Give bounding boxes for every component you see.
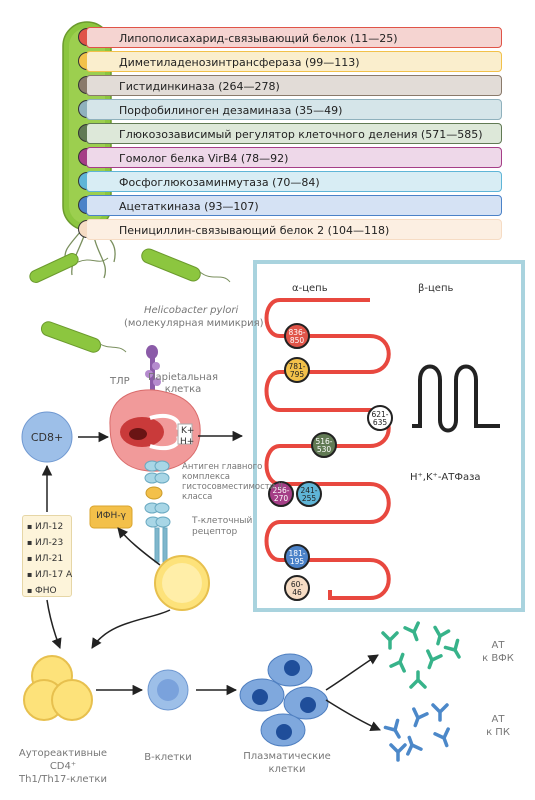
vfk-antibody-1 [403, 621, 420, 642]
protein-row-phosphoglucosamine: Фосфоглюкозаминмутаза (70—84) [86, 171, 502, 192]
vfk-antibody-0 [381, 631, 399, 650]
residue-3: 516-530 [311, 432, 337, 458]
cd8-label: CD8+ [30, 431, 64, 444]
plasma-label-2: клетки [268, 764, 306, 775]
residue-label-0-1: 850 [290, 336, 305, 345]
h-plus-label: H+ [180, 437, 195, 447]
ifn-box [89, 505, 133, 529]
residue-label-3-0: 516- [315, 437, 332, 446]
autoreactive-label-3: Th1/Th17-клетки [19, 774, 107, 785]
cytokine-il12: ИЛ-12 [23, 519, 71, 535]
residue-label-3-1: 530 [317, 445, 332, 454]
cytokine-tnf: ФНО [23, 583, 71, 599]
residue-label-1-1: 795 [290, 370, 305, 379]
residue-label-7-1: 46 [292, 588, 302, 597]
mhc-label: Антиген главного комплекса гистосовмести… [182, 462, 283, 502]
antibodies-pk [383, 703, 450, 762]
arrows [41, 430, 381, 731]
bacteria-small [29, 248, 231, 353]
k-plus-label: K+ [181, 426, 195, 436]
residue-5: 241-255 [296, 481, 322, 507]
parietal-cell [109, 389, 201, 472]
plasma-cells [239, 653, 329, 747]
residue-label-5-1: 255 [302, 494, 317, 503]
autoreactive-cells [23, 655, 93, 721]
ab-vfk-label-2: к ВФК [482, 653, 514, 664]
residue-1: 781-795 [284, 357, 310, 383]
ifn-label: ИФН-γ [96, 511, 126, 521]
pk-antibody-2 [431, 703, 449, 722]
vfk-antibody-5 [443, 638, 461, 659]
ab-pk-label-2: к ПК [486, 727, 510, 738]
vfk-antibody-6 [409, 670, 427, 689]
residue-label-5-0: 241- [300, 486, 317, 495]
residue-0: 836-850 [284, 323, 310, 349]
beta-chain [412, 364, 500, 433]
tcr-label: Т-клеточный рецептор [192, 516, 253, 537]
cd8-cell [21, 411, 73, 463]
protein-row-histidine-kinase: Гистидинкиназа (264—278) [86, 75, 502, 96]
pk-antibody-5 [389, 743, 407, 762]
tlr-receptor [145, 345, 161, 392]
vfk-antibody-4 [426, 649, 443, 670]
residue-2: 621-635 [367, 405, 393, 431]
hpylori-label: Helicobacter pylori [144, 305, 239, 316]
residue-label-4-1: 270 [274, 494, 289, 503]
cytokine-il17a: ИЛ-17 А [23, 567, 72, 583]
residue-label-6-0: 181- [288, 549, 305, 558]
beta-chain-label: β-цепь [418, 283, 454, 294]
mhc-tcr-complex [144, 460, 171, 563]
residue-4: 256-270 [268, 481, 294, 507]
pk-antibody-4 [433, 727, 450, 748]
autoreactive-label-2: CD4⁺ [49, 761, 77, 772]
parietal-cell-label: Парietальная клетка [148, 372, 218, 395]
residue-label-2-0: 621- [371, 410, 388, 419]
protein-row-acetate-kinase: Ацетаткиназа (93—107) [86, 195, 502, 216]
protein-row-dimethyladenosine: Диметиладенозинтрансфераза (99—113) [86, 51, 502, 72]
pk-antibody-3 [406, 735, 423, 756]
ab-vfk-label-1: АТ [491, 640, 505, 651]
pk-antibody-0 [383, 718, 401, 739]
protein-row-glucose-regulator: Глюкозозависимый регулятор клеточного де… [86, 123, 502, 144]
alpha-chain-label: α-цепь [292, 283, 328, 294]
atpase-label: H⁺,K⁺-АТФаза [410, 472, 481, 483]
autoreactive-label-1: Аутореактивные [18, 748, 108, 759]
protein-row-lbp: Липополисахарид-связывающий белок (11—25… [86, 27, 502, 48]
cytokine-box: ИЛ-12 ИЛ-23 ИЛ-21 ИЛ-17 А ФНО [22, 515, 72, 597]
protein-row-porphobilinogen: Порфобилиноген дезаминаза (35—49) [86, 99, 502, 120]
pk-antibody-1 [412, 707, 429, 728]
residue-label-7-0: 60- [291, 580, 304, 589]
tlr-label: ТЛР [110, 376, 130, 387]
residue-label-4-0: 256- [272, 486, 289, 495]
antibodies-vfk [381, 621, 461, 689]
residue-label-0-0: 836- [288, 328, 305, 337]
vfk-antibody-2 [433, 625, 451, 646]
alpha-chain-loops [264, 298, 391, 600]
ab-pk-label-1: АТ [491, 714, 505, 725]
residue-label-6-1: 195 [290, 557, 305, 566]
protein-row-virb4: Гомолог белка VirB4 (78—92) [86, 147, 502, 168]
mimicry-label: (молекулярная мимикрия) [124, 318, 264, 329]
cytokine-il21: ИЛ-21 [23, 551, 71, 567]
residue-label-1-0: 781- [288, 362, 305, 371]
residue-7: 60-46 [284, 575, 310, 601]
residue-label-2-1: 635 [373, 418, 388, 427]
plasma-label-1: Плазматические [243, 751, 331, 762]
b-cells-label: В-клетки [144, 752, 192, 763]
vfk-antibody-3 [389, 652, 406, 673]
residue-6: 181-195 [284, 544, 310, 570]
protein-row-pbp2: Пенициллин-связывающий белок 2 (104—118) [86, 219, 502, 240]
cytokine-il23: ИЛ-23 [23, 535, 71, 551]
